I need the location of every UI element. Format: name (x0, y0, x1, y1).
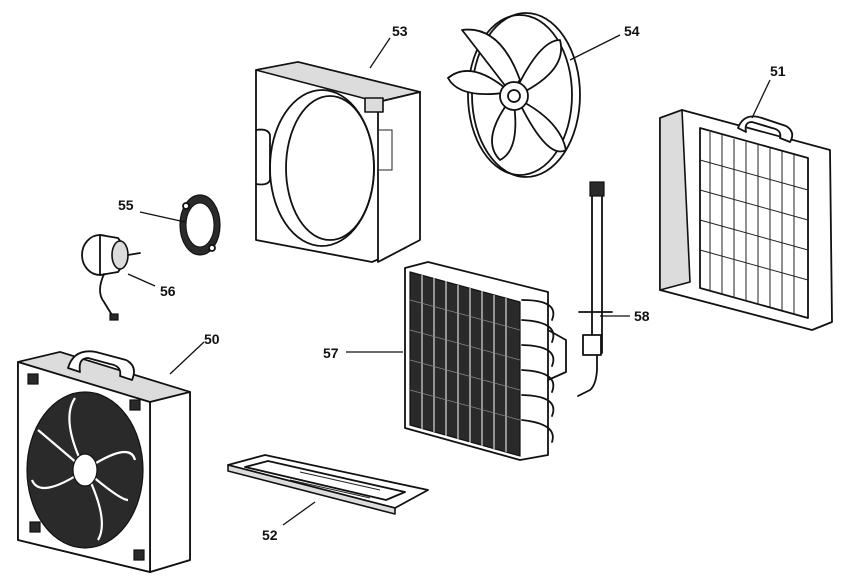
part-label-57: 57 (323, 345, 339, 361)
part-label-56: 56 (160, 283, 176, 299)
motor-bracket-part-55 (179, 194, 221, 256)
sensor-tube-part-58 (577, 181, 613, 397)
base-tray-part-52 (227, 454, 429, 515)
part-labels: 53 54 51 55 56 50 57 58 52 (118, 23, 786, 543)
part-label-58: 58 (634, 308, 650, 324)
part-label-53: 53 (392, 23, 408, 39)
part-label-51: 51 (770, 63, 786, 79)
part-label-55: 55 (118, 197, 134, 213)
part-label-50: 50 (204, 331, 220, 347)
fan-blade-part-54 (447, 12, 581, 178)
part-label-54: 54 (624, 23, 640, 39)
rear-grille-part-51 (659, 109, 833, 331)
fan-shroud-part-53 (255, 61, 421, 263)
leader-lines (127, 34, 771, 526)
part-label-52: 52 (262, 527, 278, 543)
condenser-coil-part-57 (404, 261, 567, 461)
front-panel-part-50 (17, 350, 191, 573)
motor-part-56 (81, 234, 141, 321)
